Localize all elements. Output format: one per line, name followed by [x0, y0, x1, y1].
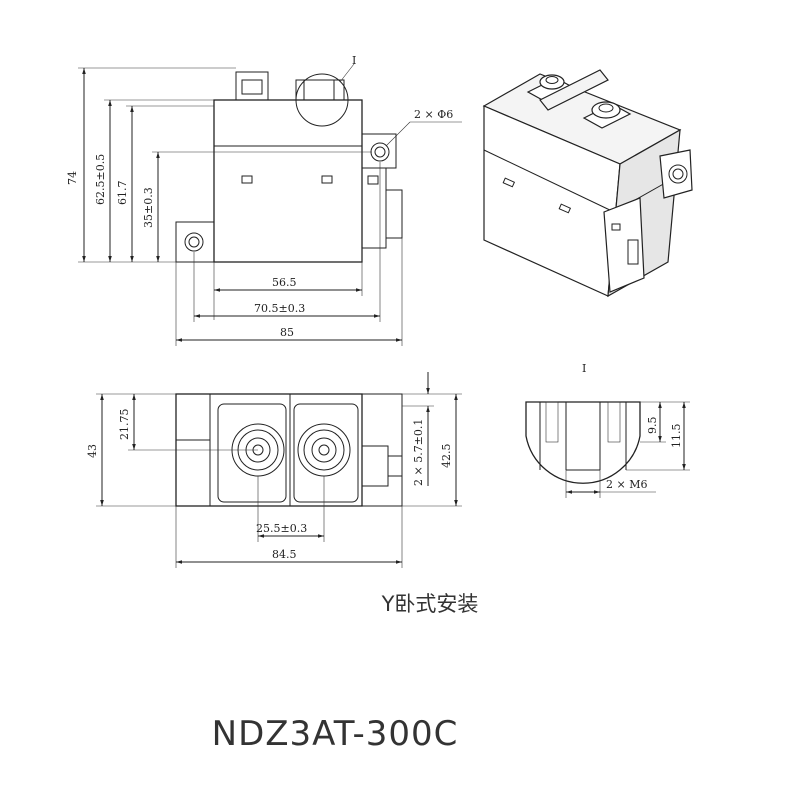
- dim-height-total: 74: [66, 171, 79, 185]
- right-bracket: [361, 133, 397, 169]
- dim-width-total: 85: [280, 326, 294, 339]
- dim-height-a: 62.5±0.5: [94, 154, 107, 205]
- detail-marker: I: [352, 54, 356, 67]
- terminal-left: [235, 71, 269, 101]
- dim-thread-depth: 9.5: [646, 417, 659, 435]
- hole-callout: 2 × Φ6: [414, 108, 453, 121]
- dim-height-c: 35±0.3: [142, 187, 155, 228]
- detail-label: I: [582, 362, 586, 375]
- dim-top-height: 43: [86, 444, 99, 458]
- isometric-view: [482, 69, 693, 298]
- terminal-right: [295, 79, 345, 101]
- dim-total-depth: 11.5: [670, 424, 683, 449]
- thread-callout: 2 × M6: [606, 478, 647, 491]
- detail-section: [525, 401, 641, 484]
- side-view: I 2 × Φ6 74 62.5±0.5 61.7 35±0.3: [66, 54, 462, 346]
- terminal-right-top: [297, 423, 351, 477]
- left-flange: [175, 221, 215, 263]
- detail-view: I 9.5 11.5 2 × M6: [525, 362, 690, 498]
- dim-width-mid: 70.5±0.3: [254, 302, 305, 315]
- dim-top-width: 84.5: [272, 548, 297, 561]
- dim-height-b: 61.7: [116, 181, 129, 206]
- dim-right-height: 42.5: [440, 444, 453, 469]
- model-caption: NDZ3AT-300C: [211, 714, 459, 754]
- dim-offset-right: 2 × 5.7±0.1: [412, 419, 425, 486]
- dim-width-inner: 56.5: [272, 276, 297, 289]
- relay-body: [213, 99, 363, 263]
- detail-circle: [295, 73, 349, 127]
- top-view: 43 21.75 42.5 2 × 5.7±0.1 25.5±0.3 84.5: [86, 372, 462, 568]
- dim-offset-left: 21.75: [118, 409, 131, 441]
- dim-terminal-spacing: 25.5±0.3: [256, 522, 307, 535]
- mount-caption: Y卧式安装: [381, 592, 479, 616]
